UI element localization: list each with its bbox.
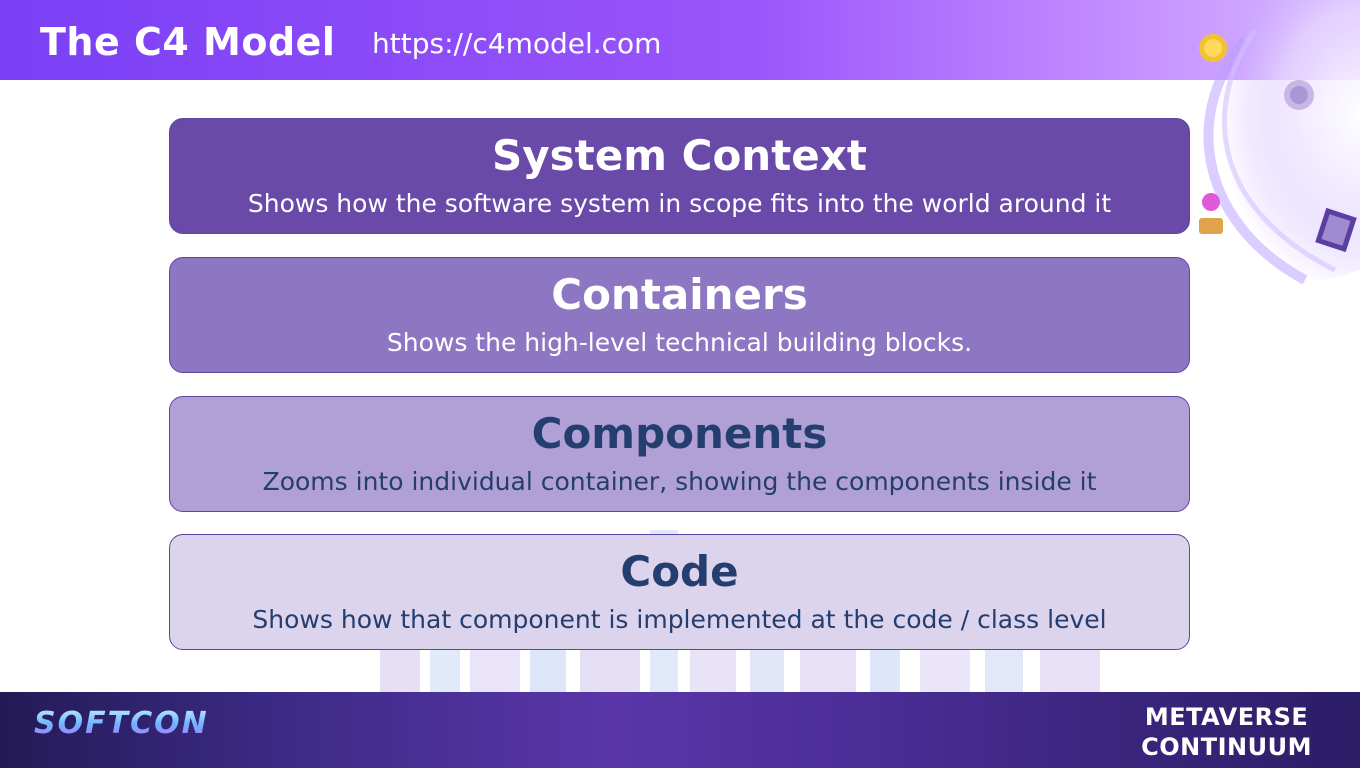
level-description: Zooms into individual container, showing… [262, 467, 1097, 496]
coin-icon-2 [1284, 80, 1314, 110]
level-description: Shows how the software system in scope f… [247, 189, 1112, 218]
level-description: Shows how that component is implemented … [252, 605, 1107, 634]
footer-bar: SOFTCON METAVERSE CONTINUUM [0, 692, 1360, 768]
softcon-logo: SOFTCON [34, 706, 209, 741]
level-name: System Context [492, 131, 867, 180]
level-system-context: System Context Shows how the software sy… [169, 118, 1190, 234]
event-line-1: METAVERSE [1144, 703, 1309, 731]
event-theme: METAVERSE CONTINUUM [1141, 702, 1312, 762]
header-bar: The C4 Model https://c4model.com [0, 0, 1360, 80]
level-name: Components [531, 409, 828, 458]
coin-icon [1199, 34, 1227, 62]
slide-title: The C4 Model [40, 20, 336, 64]
gem-icon [1199, 193, 1223, 234]
level-name: Code [620, 547, 739, 596]
source-url[interactable]: https://c4model.com [372, 27, 662, 60]
level-components: Components Zooms into individual contain… [169, 396, 1190, 512]
level-name: Containers [551, 270, 808, 319]
level-code: Code Shows how that component is impleme… [169, 534, 1190, 650]
event-line-2: CONTINUUM [1141, 733, 1312, 761]
painting-icon [1315, 207, 1357, 253]
decorative-metaverse-art [1195, 0, 1360, 285]
level-containers: Containers Shows the high-level technica… [169, 257, 1190, 373]
level-description: Shows the high-level technical building … [386, 328, 973, 357]
